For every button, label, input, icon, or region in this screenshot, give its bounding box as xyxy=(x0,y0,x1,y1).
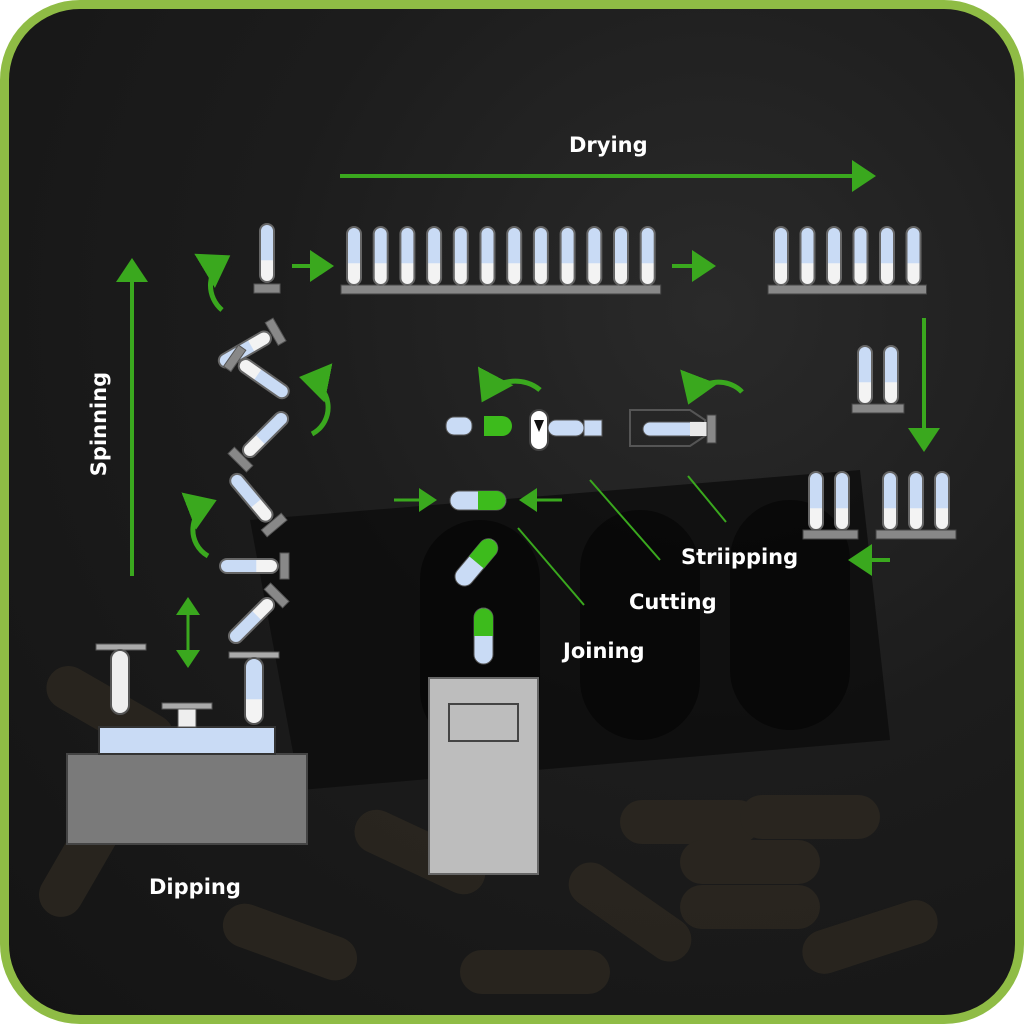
drying-pin xyxy=(852,226,869,286)
label-drying: Drying xyxy=(569,133,648,157)
cutting-callout-line xyxy=(589,479,661,561)
rack-pair xyxy=(851,345,905,414)
joined-capsule xyxy=(449,490,507,511)
label-joining: Joining xyxy=(563,639,645,663)
drying-pin xyxy=(879,226,895,286)
drying-rack-2 xyxy=(767,226,927,295)
background-tray xyxy=(250,470,890,790)
dip-pin-2 xyxy=(161,702,213,728)
stripping-callout-line xyxy=(687,475,727,523)
drying-rack-1 xyxy=(340,226,662,295)
drying-pin xyxy=(372,226,389,286)
drying-pin xyxy=(826,226,842,286)
drying-pin xyxy=(346,226,362,286)
rotate-arrow-3 xyxy=(181,492,217,559)
capsule-dispenser xyxy=(428,677,539,875)
rotate-arrow-stripping xyxy=(680,369,744,405)
vertical-capsule xyxy=(473,607,494,665)
rack-pair-lower xyxy=(802,471,859,540)
drying-pin xyxy=(799,226,816,286)
spinning-pins xyxy=(215,223,293,647)
drying-pin xyxy=(452,226,469,286)
label-spinning: Spinning xyxy=(87,371,111,477)
drying-pin xyxy=(479,226,496,286)
cutting-tool xyxy=(529,409,603,451)
drying-pin xyxy=(613,226,629,286)
label-cutting: Cutting xyxy=(629,590,717,614)
drying-pin xyxy=(773,226,789,286)
stripping-tool xyxy=(629,409,717,447)
drying-pin xyxy=(426,226,443,286)
capsule-halves xyxy=(445,416,512,436)
tilted-capsule xyxy=(454,538,499,587)
dip-pin-3 xyxy=(228,651,280,725)
rack-triple-lower xyxy=(875,471,957,540)
drying-pin xyxy=(399,226,416,286)
rack-base xyxy=(767,284,927,295)
label-dipping: Dipping xyxy=(149,875,241,899)
rotate-arrow-cutting xyxy=(477,366,542,403)
rotate-arrow-1 xyxy=(194,253,231,312)
dipping-machine xyxy=(66,643,308,845)
rotate-arrow-2 xyxy=(299,363,333,437)
joining-callout-line xyxy=(517,527,585,606)
drying-pin xyxy=(532,226,549,286)
drying-pin xyxy=(506,226,523,286)
dip-pin-1 xyxy=(95,643,147,715)
drying-pin xyxy=(639,226,656,286)
drying-pin xyxy=(586,226,603,286)
drying-pin xyxy=(559,226,576,286)
drying-pin xyxy=(905,226,922,286)
label-stripping: Striipping xyxy=(681,545,799,569)
rack-base xyxy=(340,284,662,295)
